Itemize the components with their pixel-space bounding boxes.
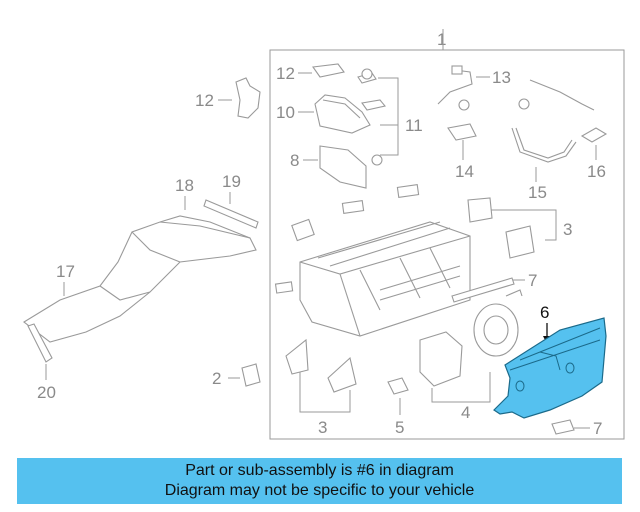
part-17-bolt [580, 127, 608, 143]
callout-20[interactable]: 19 [222, 172, 241, 191]
part-12-bracket [235, 77, 261, 119]
callout-18[interactable]: 17 [56, 262, 75, 281]
callout-15[interactable]: 14 [455, 162, 474, 181]
part-21-rod [27, 323, 53, 363]
callout-5[interactable]: 5 [395, 418, 404, 437]
part-7-bolt [551, 419, 575, 435]
part-3-bracket-right [327, 356, 357, 393]
callout-14[interactable]: 13 [492, 68, 511, 87]
part-8-strip [451, 277, 515, 303]
callout-6[interactable]: 6 [540, 303, 549, 322]
part-6-heat-shield[interactable] [493, 317, 607, 419]
part-2-grommet [241, 363, 261, 387]
callout-19[interactable]: 18 [175, 176, 194, 195]
part-10-bracket [314, 94, 371, 134]
callout-13[interactable]: 12 [276, 64, 295, 83]
part-3-bracket-lower [505, 225, 535, 259]
callout-10[interactable]: 10 [276, 103, 295, 122]
callout-21[interactable]: 20 [37, 383, 56, 402]
banner-line-1: Part or sub-assembly is #6 in diagram [185, 462, 454, 479]
part-14-harness [437, 69, 473, 105]
callout-9[interactable]: 8 [290, 151, 299, 170]
callout-4[interactable]: 4 [461, 403, 470, 422]
callout-7-label[interactable]: 7 [593, 419, 602, 438]
part-5-bolt [387, 377, 409, 395]
parts-diagram: 1 12 10 11 8 11 12 13 14 15 [23, 29, 625, 440]
callout-17[interactable]: 16 [587, 162, 606, 181]
part-3-bracket-upper [467, 197, 493, 223]
battery-assembly [299, 221, 471, 337]
banner-line-2: Diagram may not be specific to your vehi… [164, 482, 475, 499]
part-9-module [319, 145, 367, 189]
callout-3-bottom[interactable]: 3 [318, 418, 327, 437]
callout-16[interactable]: 15 [528, 183, 547, 202]
info-banner: Part or sub-assembly is #6 in diagram Di… [17, 458, 622, 504]
callout-12-label[interactable]: 12 [195, 91, 214, 110]
part-13-clip [312, 63, 345, 78]
part-20-strip [203, 199, 259, 229]
assembly-frame [269, 49, 625, 440]
part-18-duct [23, 221, 257, 343]
callout-2[interactable]: 2 [212, 369, 221, 388]
part-15-bracket [447, 123, 477, 141]
callout-11[interactable]: 11 [405, 116, 423, 135]
part-3-bracket-left [285, 338, 309, 375]
callout-8[interactable]: 7 [528, 271, 537, 290]
callout-1[interactable]: 1 [437, 30, 446, 49]
part-16-pipe [511, 127, 577, 163]
part-4-blower [419, 331, 463, 387]
callout-3-right[interactable]: 3 [563, 220, 572, 239]
